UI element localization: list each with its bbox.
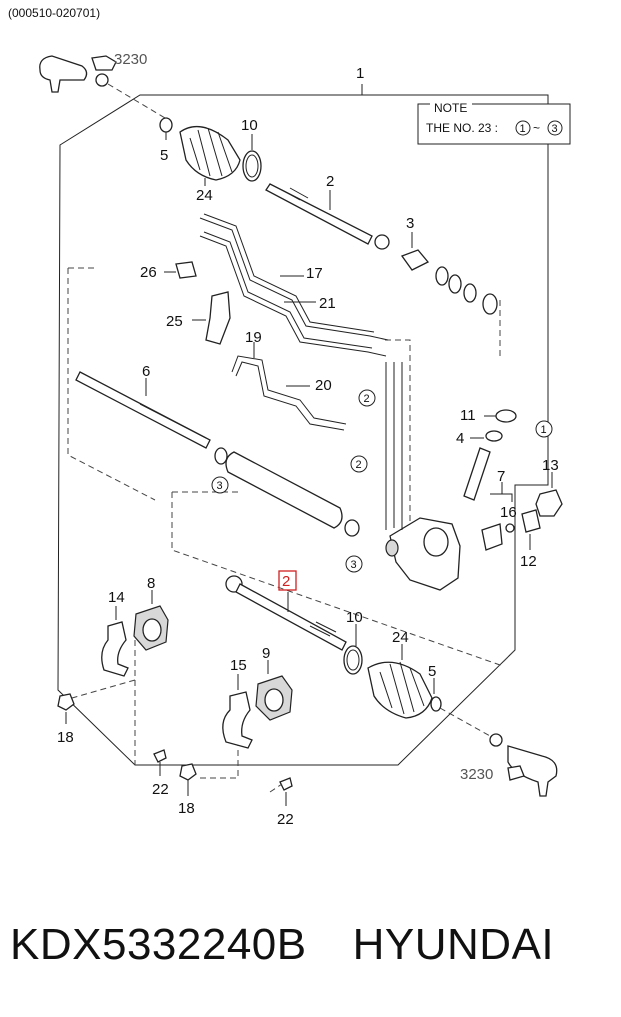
callout-24-bottom: 24	[392, 629, 409, 646]
tie-rod-end-right	[439, 707, 558, 797]
dashed-leader-right	[200, 730, 239, 779]
note-range-sep: ~	[533, 121, 540, 135]
part-power-cylinder	[214, 447, 360, 537]
callout-5-top: 5	[160, 147, 168, 164]
part-2-tie-rod-top	[265, 183, 390, 250]
part-22-bolt-left	[153, 749, 167, 776]
part-25-bracket	[192, 291, 231, 345]
callout-18-left: 18	[57, 729, 74, 746]
callout-14: 14	[108, 589, 125, 606]
part-17-21-tubes	[199, 213, 389, 357]
callout-11: 11	[460, 407, 476, 424]
svg-text:3: 3	[217, 480, 223, 492]
svg-text:2: 2	[356, 459, 362, 471]
callout-25: 25	[166, 313, 183, 330]
callout-15: 15	[230, 657, 247, 674]
circled-ref-2-a: 2	[358, 389, 376, 407]
callout-5-bottom: 5	[428, 663, 436, 680]
dashed-frame-upper	[67, 267, 501, 540]
callout-8: 8	[147, 575, 155, 592]
callout-10-bottom: 10	[346, 609, 363, 626]
part-10-clamp-top	[242, 134, 262, 182]
callout-4: 4	[456, 430, 464, 447]
part-22-bolt-bottom	[269, 777, 293, 806]
circled-ref-1: 1	[535, 420, 553, 438]
part-18-nut-bottom	[179, 763, 197, 796]
callout-22-bottom: 22	[277, 811, 294, 828]
part-10-clamp-bottom	[343, 624, 363, 675]
svg-text:2: 2	[364, 393, 370, 405]
part-5-nut-top	[159, 117, 173, 140]
tie-rod-end-left	[39, 55, 166, 119]
circled-ref-3-a: 3	[211, 476, 229, 494]
highlight-box	[278, 570, 297, 591]
part-9-bushing	[255, 660, 293, 721]
callout-1: 1	[356, 65, 364, 82]
note-title: NOTE	[434, 101, 467, 115]
svg-text:1: 1	[541, 424, 547, 436]
part-18-nut-left	[57, 693, 75, 724]
callout-21: 21	[319, 295, 336, 312]
part-11-seal	[484, 409, 517, 423]
callout-10-top: 10	[241, 117, 258, 134]
note-range-start: 1	[520, 123, 526, 135]
part-gear-housing	[385, 362, 461, 591]
callout-12: 12	[520, 553, 537, 570]
part-26-clip	[164, 261, 197, 279]
circled-ref-3-b: 3	[345, 555, 363, 573]
part-24-boot-top	[179, 125, 241, 186]
ref-code-bottom: 3230	[460, 766, 493, 783]
part-16-screw	[505, 523, 515, 533]
callout-20: 20	[315, 377, 332, 394]
ref-code-top: 3230	[114, 51, 147, 68]
note-box: NOTE THE NO. 23 : 1 ~ 3	[417, 100, 571, 145]
callout-18-bottom: 18	[178, 800, 195, 817]
highlighted-callout-2: 2	[282, 573, 290, 590]
callout-2-top: 2	[326, 173, 334, 190]
dashed-leader-left	[64, 640, 136, 765]
part-13-cap-nut	[535, 472, 563, 517]
callout-13: 13	[542, 457, 559, 474]
callout-16: 16	[500, 504, 517, 521]
dashed-frame-lower	[171, 491, 516, 666]
part-5-nut-bottom	[430, 678, 442, 712]
part-8-bushing	[133, 590, 169, 651]
part-24-boot-bottom	[367, 644, 433, 719]
callout-9: 9	[262, 645, 270, 662]
part-number: KDX5332240B	[10, 920, 307, 969]
callout-26: 26	[140, 264, 157, 281]
part-12-yoke	[481, 509, 541, 551]
callout-24-top: 24	[196, 187, 213, 204]
svg-text:3: 3	[351, 559, 357, 571]
circled-ref-2-b: 2	[350, 455, 368, 473]
callout-6: 6	[142, 363, 150, 380]
callout-17: 17	[306, 265, 323, 282]
part-19-20-tubes	[231, 342, 347, 431]
footer: KDX5332240B HYUNDAI	[0, 900, 621, 990]
callout-19: 19	[245, 329, 262, 346]
assembly-outline	[57, 94, 549, 766]
part-15-bracket	[222, 674, 253, 749]
serial-range-label: (000510-020701)	[8, 6, 100, 20]
part-4-pinion	[463, 430, 503, 501]
part-14-bracket	[101, 606, 129, 677]
callout-3: 3	[406, 215, 414, 232]
part-6-rack	[75, 371, 211, 449]
part-3-bushing-seals	[400, 232, 498, 315]
note-text: THE NO. 23 :	[426, 121, 498, 135]
part-2-tie-rod-bottom	[225, 575, 347, 651]
note-range-end: 3	[552, 123, 558, 135]
callout-22-left: 22	[152, 781, 169, 798]
callout-7: 7	[497, 468, 505, 485]
steering-gear-exploded-diagram: (000510-020701) 3230 1 NOTE THE NO. 23 :…	[8, 6, 571, 828]
brand-name: HYUNDAI	[352, 920, 555, 969]
